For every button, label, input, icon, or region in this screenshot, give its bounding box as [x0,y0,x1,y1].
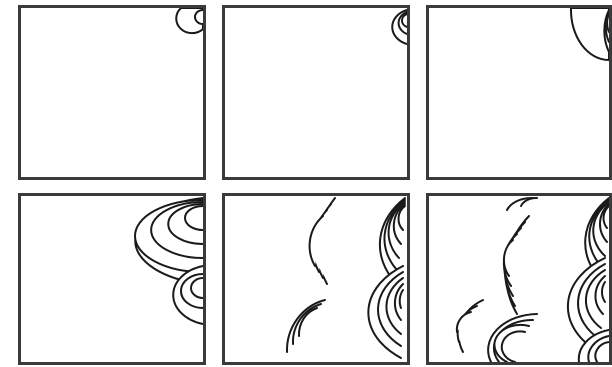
panel-step-2 [222,5,410,180]
panel-step-4 [18,193,206,365]
scallop-drawing-step-3 [429,8,609,177]
scallop-cluster-left-large [310,198,335,284]
scallop-cluster-bottom-left [287,300,325,352]
scallop-drawing-step-2 [225,8,407,177]
scallop-cluster-top-right [571,8,609,60]
scallop-cluster-bottom-left [457,300,483,352]
scallop-cluster-left-large [504,216,529,314]
scallop-drawing-step-6 [429,196,609,362]
scallop-cluster-top-right [176,8,203,33]
scallop-arc [571,8,609,60]
panel-step-5 [222,193,410,365]
scallop-arc [195,10,203,24]
scallop-cluster-bottom-middle [488,314,537,362]
scallop-cluster-top-right [392,10,407,44]
scallop-cluster-right-lower [368,266,403,358]
scallop-arc [607,14,609,32]
scallop-drawing-step-4 [21,196,203,362]
panel-step-1 [18,5,206,180]
scallop-drawing-step-5 [225,196,407,362]
scallop-drawing-step-1 [21,8,203,177]
panel-step-3 [426,5,612,180]
scallop-arc [602,282,605,302]
scallop-cluster-top-small-left [507,198,537,210]
panel-step-6 [426,193,612,365]
scallop-arc [402,14,407,27]
